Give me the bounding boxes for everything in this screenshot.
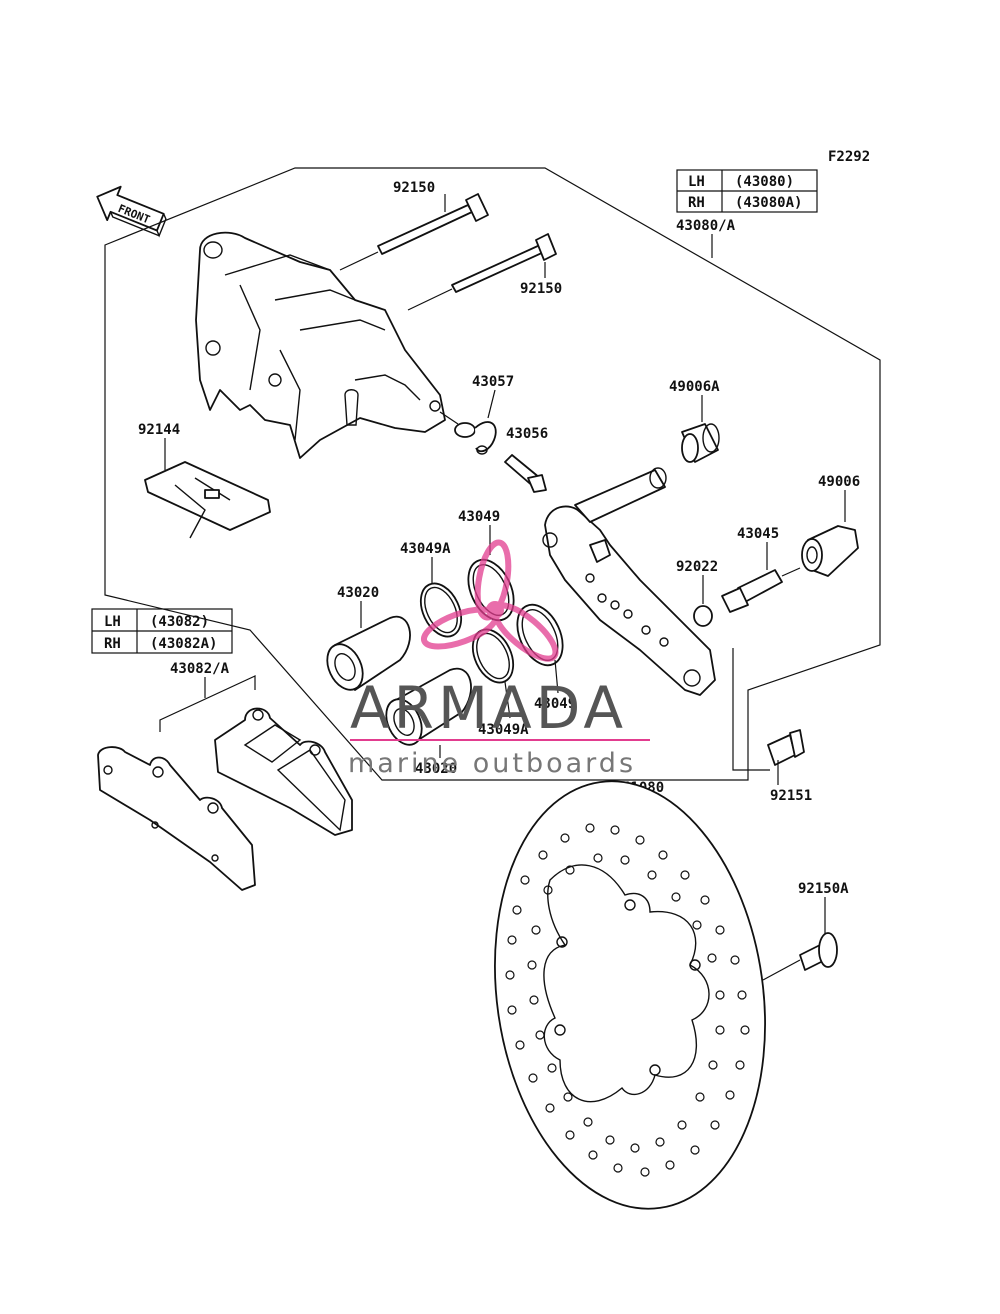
label-43056: 43056 <box>506 426 548 442</box>
brake-pads <box>214 707 353 836</box>
label-43049A-low: 43049A <box>478 722 529 738</box>
label-92144: 92144 <box>138 422 180 438</box>
pad-spring <box>144 461 271 539</box>
brake-pad-plate <box>97 746 256 891</box>
bleeder-cap <box>454 421 497 455</box>
pad-lh-part: (43082) <box>150 614 209 630</box>
label-43020-low: 43020 <box>415 761 457 777</box>
brake-disc <box>494 780 766 1210</box>
caliper-rh-part: (43080A) <box>735 195 802 211</box>
slide-pin-top <box>339 193 489 271</box>
propeller-icon <box>420 539 559 662</box>
label-92150A: 92150A <box>798 881 849 897</box>
pad-rh-side: RH <box>104 636 121 652</box>
pad-assembly-number: 43082/A <box>170 661 230 677</box>
piston-43020-top <box>326 615 411 691</box>
boot-49006A <box>681 423 720 463</box>
caliper-assembly-outline <box>104 167 881 781</box>
watermark-subtitle: marine outboards <box>348 748 636 779</box>
label-92150-top: 92150 <box>393 180 435 196</box>
caliper-body <box>195 231 446 459</box>
label-49006: 49006 <box>818 474 860 490</box>
label-92151: 92151 <box>770 788 812 804</box>
diagram-code: F2292 <box>828 149 870 165</box>
slide-pin-lower <box>407 233 557 311</box>
watermark-title: ARMADA <box>350 674 627 742</box>
label-92022: 92022 <box>676 559 718 575</box>
washer-92022 <box>693 605 713 627</box>
label-43049-low: 43049 <box>534 696 576 712</box>
label-92150-lower: 92150 <box>520 281 562 297</box>
sleeve-43045 <box>721 569 783 613</box>
boot-49006 <box>801 525 859 577</box>
caliper-rh-side: RH <box>688 195 705 211</box>
label-43049A-top: 43049A <box>400 541 451 557</box>
pad-rh-part: (43082A) <box>150 636 217 652</box>
pad-table: LH (43082) RH (43082A) 43082/A <box>91 608 233 677</box>
caliper-lh-part: (43080) <box>735 174 794 190</box>
seal-43049A-top <box>419 582 463 638</box>
bolt-92151 <box>767 729 805 766</box>
label-43020-top: 43020 <box>337 585 379 601</box>
caliper-lh-side: LH <box>688 174 705 190</box>
bolt-92150A <box>799 932 838 971</box>
piston-43020-low <box>385 667 472 746</box>
caliper-table: LH (43080) RH (43080A) 43080/A <box>676 169 818 258</box>
front-arrow-icon: FRONT <box>96 185 167 238</box>
label-43049-top: 43049 <box>458 509 500 525</box>
caliper-assembly-number: 43080/A <box>676 218 736 234</box>
label-43057: 43057 <box>472 374 514 390</box>
pad-lh-side: LH <box>104 614 121 630</box>
caliper-bracket <box>542 467 716 696</box>
watermark-logo: ARMADA marine outboards <box>348 539 650 779</box>
label-49006A: 49006A <box>669 379 720 395</box>
bleeder-valve <box>504 454 547 493</box>
label-43045: 43045 <box>737 526 779 542</box>
